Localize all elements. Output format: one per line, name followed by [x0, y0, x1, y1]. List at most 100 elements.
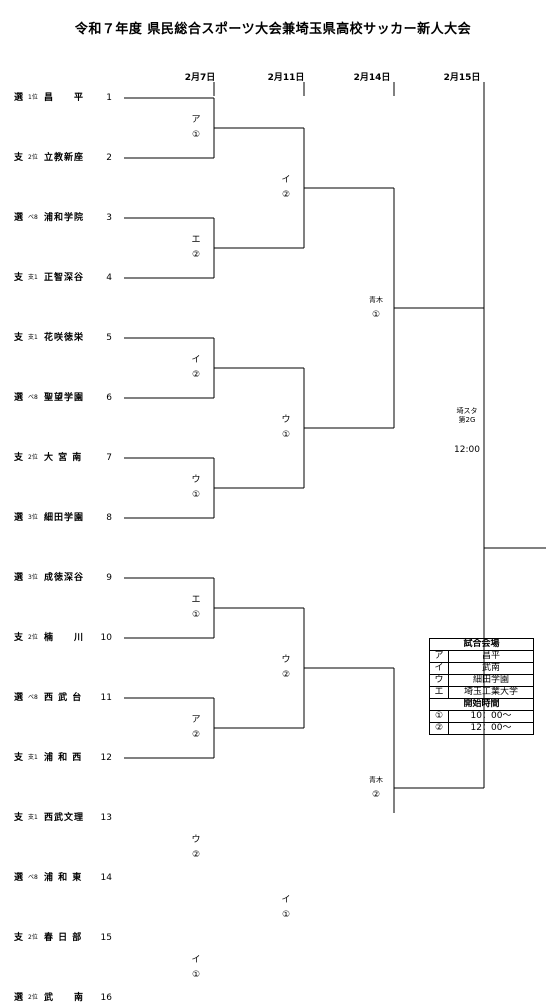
- round1-time: ②: [191, 730, 201, 740]
- team-name: 浦 和 西: [44, 753, 83, 763]
- venue-table-heading: 試合会場: [429, 638, 534, 651]
- team-row: 支 2位楠 川 10: [14, 631, 112, 645]
- date-round2: 2月11日: [267, 73, 305, 83]
- round2-venue: ウ: [281, 415, 291, 425]
- team-row: 選 1位昌 平 1: [14, 91, 112, 105]
- round1-time: ②: [191, 850, 201, 860]
- team-name: 花咲徳栄: [44, 333, 85, 343]
- team-name: 春 日 部: [44, 933, 83, 943]
- final-venue: 埼スタ: [456, 407, 478, 415]
- bracket-lines: [124, 82, 546, 813]
- round1-venue: イ: [191, 355, 201, 365]
- team-rank: 支1: [28, 274, 38, 281]
- team-number: 14: [100, 873, 112, 883]
- team-row: 選ベ8 浦和学院 3: [14, 211, 112, 225]
- team-name: 成徳深谷: [44, 573, 85, 583]
- team-division: 選: [14, 213, 24, 223]
- team-number: 15: [100, 933, 112, 943]
- team-name: 西 武 台: [44, 693, 83, 703]
- team-number: 1: [106, 93, 112, 103]
- team-division: 選: [14, 93, 24, 103]
- team-rank: 2位: [28, 634, 38, 641]
- round1-time: ①: [191, 130, 201, 140]
- round3-time: ②: [371, 790, 381, 800]
- team-number: 4: [106, 273, 112, 283]
- team-division: 支: [14, 933, 24, 943]
- time-table-heading: 開始時間: [429, 698, 534, 711]
- round1-venue: ア: [191, 715, 201, 725]
- team-division: 選: [14, 573, 24, 583]
- round1-time: ②: [191, 250, 201, 260]
- team-rank: 2位: [28, 454, 38, 461]
- round1-venue: イ: [191, 955, 201, 965]
- team-rank: 支1: [28, 814, 38, 821]
- team-rank: 2位: [28, 994, 38, 1001]
- team-name: 浦 和 東: [44, 873, 83, 883]
- team-number: 6: [106, 393, 112, 403]
- round3-venue: 青木: [369, 296, 383, 304]
- team-number: 9: [106, 573, 112, 583]
- venue-row: イ武南: [429, 662, 534, 675]
- team-division: 選: [14, 513, 24, 523]
- team-number: 12: [100, 753, 112, 763]
- team-number: 7: [106, 453, 112, 463]
- round2-time: ②: [281, 190, 291, 200]
- final-time: 12:00: [454, 445, 480, 455]
- team-number: 13: [100, 813, 112, 823]
- team-row: 選 3位成徳深谷 9: [14, 571, 112, 585]
- round2-venue: ウ: [281, 655, 291, 665]
- team-name: 浦和学院: [44, 213, 85, 223]
- team-division: 選: [14, 993, 24, 1003]
- team-number: 8: [106, 513, 112, 523]
- team-division: 支: [14, 153, 24, 163]
- round1-time: ①: [191, 490, 201, 500]
- team-division: 支: [14, 633, 24, 643]
- round1-venue: ウ: [191, 835, 201, 845]
- team-name: 大 宮 南: [44, 453, 83, 463]
- round2-time: ①: [281, 430, 291, 440]
- team-rank: 3位: [28, 514, 38, 521]
- team-name: 正智深谷: [44, 273, 85, 283]
- team-name: 昌 平: [44, 93, 85, 103]
- team-number: 10: [100, 633, 112, 643]
- round1-venue: エ: [191, 235, 201, 245]
- team-number: 11: [100, 693, 112, 703]
- date-final: 2月15日: [443, 73, 481, 83]
- team-name: 武 南: [44, 993, 85, 1003]
- round1-venue: エ: [191, 595, 201, 605]
- team-division: 支: [14, 813, 24, 823]
- team-rank: ベ8: [28, 874, 38, 881]
- team-division: 支: [14, 333, 24, 343]
- venue-row: エ埼玉工業大学: [429, 686, 534, 699]
- round2-venue: イ: [281, 895, 291, 905]
- team-name: 立教新座: [44, 153, 85, 163]
- team-rank: 3位: [28, 574, 38, 581]
- team-number: 16: [100, 993, 112, 1003]
- team-rank: ベ8: [28, 394, 38, 401]
- venue-row: ウ細田学園: [429, 674, 534, 687]
- team-rank: ベ8: [28, 694, 38, 701]
- team-rank: 2位: [28, 934, 38, 941]
- team-row: 支 2位春 日 部 15: [14, 931, 112, 945]
- round1-time: ①: [191, 610, 201, 620]
- team-name: 西武文理: [44, 813, 85, 823]
- round3-venue: 青木: [369, 776, 383, 784]
- venue-row: ア昌平: [429, 650, 534, 663]
- round1-venue: ウ: [191, 475, 201, 485]
- team-number: 5: [106, 333, 112, 343]
- team-number: 3: [106, 213, 112, 223]
- team-rank: ベ8: [28, 214, 38, 221]
- team-name: 楠 川: [44, 633, 85, 643]
- round1-time: ①: [191, 970, 201, 980]
- team-row: 支支1 西武文理 13: [14, 811, 112, 825]
- team-division: 選: [14, 873, 24, 883]
- team-rank: 1位: [28, 94, 38, 101]
